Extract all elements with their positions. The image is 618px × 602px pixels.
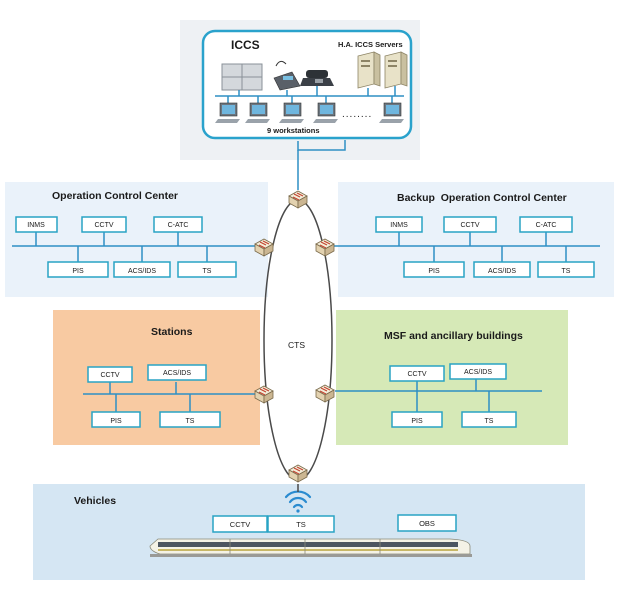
acs-ids-label: ACS/IDS xyxy=(163,370,191,377)
switch-icon xyxy=(254,385,274,404)
obs-label: OBS xyxy=(419,519,435,528)
backup-occ-zone xyxy=(338,182,614,297)
ts-box xyxy=(177,261,237,278)
stations-lan xyxy=(83,382,260,412)
acs-ids-label: ACS/IDS xyxy=(488,268,516,275)
pis-box xyxy=(47,261,109,278)
workstation-icon xyxy=(215,102,240,123)
obs-box xyxy=(397,514,457,532)
ts-label: TS xyxy=(186,418,195,425)
ts-box xyxy=(159,411,221,428)
backup-occ-lan xyxy=(334,232,600,262)
iccs-servers-label: H.A. ICCS Servers xyxy=(338,40,403,49)
operation-control-center-zone xyxy=(5,182,268,297)
workstation-icon xyxy=(313,102,338,123)
pis-box xyxy=(391,411,443,428)
pis-box xyxy=(403,261,465,278)
acs-ids-box xyxy=(449,363,507,380)
cctv-box xyxy=(389,365,445,382)
ts-box xyxy=(267,515,335,533)
server-icon xyxy=(357,51,381,89)
acs-ids-box xyxy=(113,261,171,278)
inms-box xyxy=(375,216,423,233)
inms-label: INMS xyxy=(390,222,408,229)
ts-label: TS xyxy=(485,418,494,425)
pis-label: PIS xyxy=(110,418,122,425)
switch-icon xyxy=(315,384,335,403)
cctv-box xyxy=(87,366,133,383)
video-wall-icon xyxy=(221,63,263,91)
cctv-label: CCTV xyxy=(100,372,119,379)
ts-box xyxy=(537,261,595,278)
server-icon xyxy=(384,51,408,89)
backup-occ-title: Backup Operation Control Center xyxy=(397,192,567,204)
cctv-label: CCTV xyxy=(407,371,426,378)
switch-icon xyxy=(288,190,308,209)
occ-title: Operation Control Center xyxy=(52,190,178,202)
acs-ids-label: ACS/IDS xyxy=(128,268,156,275)
vehicles-title: Vehicles xyxy=(74,495,116,507)
pis-box xyxy=(91,411,141,428)
msf-title: MSF and ancillary buildings xyxy=(384,330,523,342)
iccs-lan xyxy=(215,86,404,103)
cctv-label: CCTV xyxy=(230,520,250,529)
workstation-icon xyxy=(279,102,304,123)
switch-icon xyxy=(288,464,308,483)
c-atc-box xyxy=(153,216,203,233)
c-atc-label: C-ATC xyxy=(536,222,557,229)
workstation-icon xyxy=(379,102,404,123)
inms-label: INMS xyxy=(27,222,45,229)
pis-label: PIS xyxy=(411,418,423,425)
c-atc-label: C-ATC xyxy=(168,222,189,229)
stations-title: Stations xyxy=(151,326,193,338)
iccs-title: ICCS xyxy=(231,38,260,52)
ts-box xyxy=(461,411,517,428)
telephone-icon xyxy=(300,70,334,86)
train-icon xyxy=(149,538,472,557)
cctv-box xyxy=(81,216,127,233)
ts-label: TS xyxy=(203,268,212,275)
acs-ids-box xyxy=(473,261,531,278)
iccs-uplink xyxy=(297,140,346,151)
workstation-icon xyxy=(245,102,270,123)
ts-label: TS xyxy=(562,268,571,275)
acs-ids-box xyxy=(147,364,207,381)
msf-lan xyxy=(335,379,542,412)
c-atc-box xyxy=(519,216,573,233)
cts-label: CTS xyxy=(288,340,305,350)
pis-label: PIS xyxy=(72,268,84,275)
switch-icon xyxy=(254,238,274,257)
cctv-label: CCTV xyxy=(460,222,479,229)
acs-ids-label: ACS/IDS xyxy=(464,369,492,376)
workstations-label: 9 workstations xyxy=(267,126,320,135)
cctv-box xyxy=(443,216,497,233)
inms-box xyxy=(15,216,58,233)
switch-icon xyxy=(315,238,335,257)
pis-label: PIS xyxy=(428,268,440,275)
cctv-box xyxy=(212,515,268,533)
occ-lan xyxy=(12,232,262,262)
ts-label: TS xyxy=(296,520,306,529)
workstation-ellipsis: ........ xyxy=(342,109,372,120)
cctv-label: CCTV xyxy=(94,222,113,229)
